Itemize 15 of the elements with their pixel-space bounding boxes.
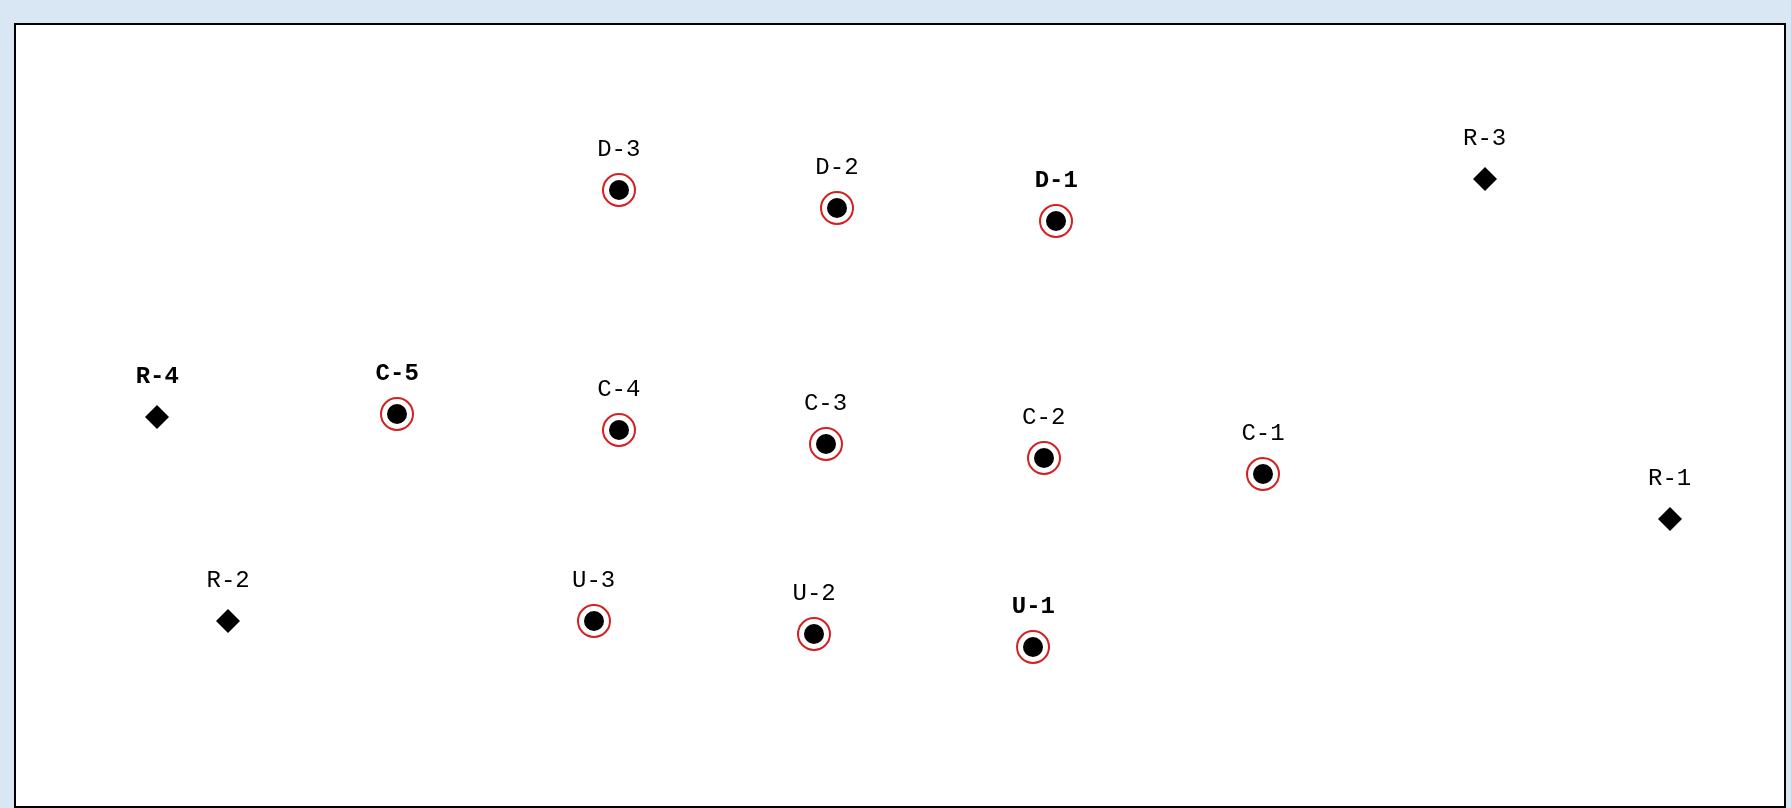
point-label: D-2 xyxy=(814,153,860,182)
point-label: C-3 xyxy=(802,390,849,419)
point-label: R-4 xyxy=(134,362,180,391)
point-label: R-2 xyxy=(205,567,251,596)
point-label: R-3 xyxy=(1462,125,1508,154)
point-label: C-1 xyxy=(1240,419,1286,448)
point-label: U-1 xyxy=(1010,593,1057,622)
point-label: C-5 xyxy=(374,360,420,389)
point-label: C-2 xyxy=(1021,403,1067,432)
point-label: U-3 xyxy=(571,567,617,596)
point-label: U-2 xyxy=(791,579,837,608)
point-label: C-4 xyxy=(596,376,642,405)
point-label: D-1 xyxy=(1033,167,1079,196)
point-label: D-3 xyxy=(596,136,642,165)
point-label: R-1 xyxy=(1647,465,1693,494)
